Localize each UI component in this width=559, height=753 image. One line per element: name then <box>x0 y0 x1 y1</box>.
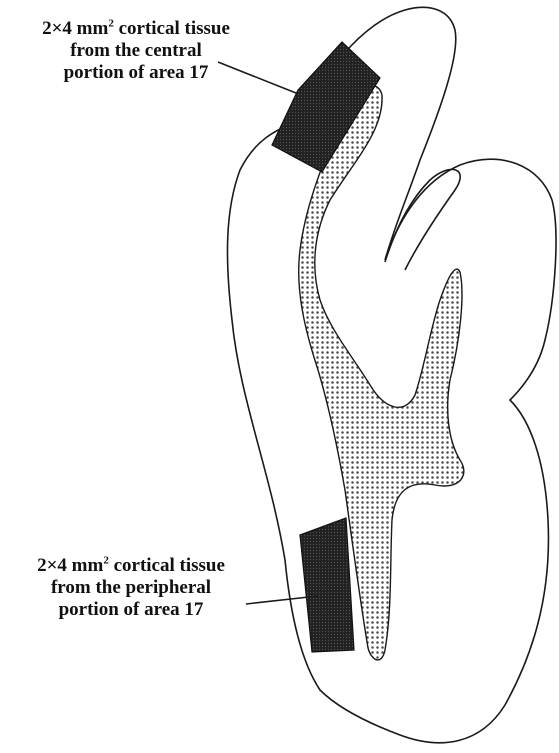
central-label-line1: 2×4 mm2 cortical tissue <box>2 18 270 40</box>
central-label-line3: portion of area 17 <box>2 62 270 84</box>
central-label-suffix: cortical tissue <box>114 18 230 39</box>
peripheral-label-line2: from the peripheral <box>2 577 260 599</box>
cortex-outline <box>227 7 555 742</box>
peripheral-label-line3: portion of area 17 <box>2 599 260 621</box>
central-tissue-label: 2×4 mm2 cortical tissue from the central… <box>2 18 270 84</box>
central-label-line2: from the central <box>2 40 270 62</box>
peripheral-tissue-block <box>300 518 354 652</box>
peripheral-label-suffix: cortical tissue <box>109 555 225 576</box>
peripheral-label-unit: 2×4 mm <box>37 555 103 576</box>
sulcus-line <box>385 169 460 270</box>
peripheral-tissue-label: 2×4 mm2 cortical tissue from the periphe… <box>2 555 260 621</box>
peripheral-label-line1: 2×4 mm2 cortical tissue <box>2 555 260 577</box>
central-label-unit: 2×4 mm <box>42 18 108 39</box>
